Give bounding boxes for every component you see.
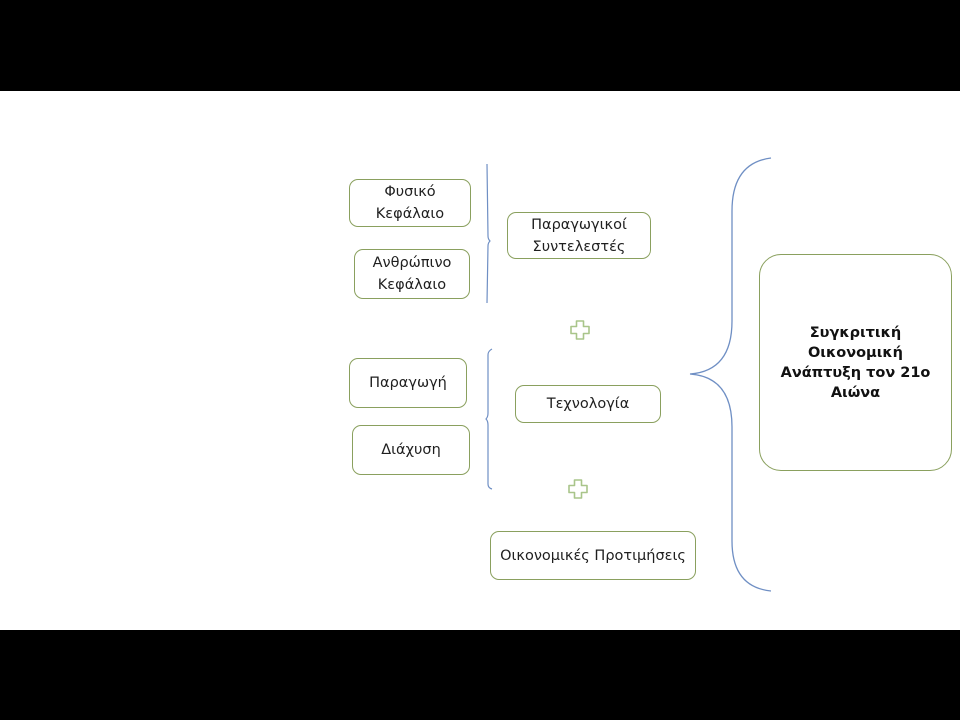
box-technology: Τεχνολογία	[515, 385, 661, 423]
box-human-capital: Ανθρώπινο Κεφάλαιο	[354, 249, 470, 299]
brace-technology	[485, 348, 493, 490]
box-result: Συγκριτική Οικονομική Ανάπτυξη τον 21ο Α…	[759, 254, 952, 471]
label-economic-preferences: Οικονομικές Προτιμήσεις	[500, 547, 686, 564]
label-human-capital: Ανθρώπινο Κεφάλαιο	[372, 255, 452, 293]
plus-icon	[568, 479, 588, 499]
plus-icon	[570, 320, 590, 340]
label-physical-capital: Φυσικό Κεφάλαιο	[375, 184, 445, 222]
label-productive-factors: Παραγωγικοί Συντελεστές	[531, 216, 627, 255]
box-productive-factors: Παραγωγικοί Συντελεστές	[507, 212, 651, 259]
big-brace	[689, 157, 772, 592]
box-physical-capital: Φυσικό Κεφάλαιο	[349, 179, 471, 227]
label-technology: Τεχνολογία	[546, 396, 630, 412]
box-diffusion: Διάχυση	[352, 425, 470, 475]
brace-capital	[486, 163, 491, 304]
connectors	[485, 157, 772, 592]
label-result: Συγκριτική Οικονομική Ανάπτυξη τον 21ο Α…	[780, 324, 931, 401]
box-economic-preferences: Οικονομικές Προτιμήσεις	[490, 531, 696, 580]
label-diffusion: Διάχυση	[381, 442, 441, 458]
box-production: Παραγωγή	[349, 358, 467, 408]
slide: Φυσικό Κεφάλαιο Ανθρώπινο Κεφάλαιο Παραγ…	[0, 91, 960, 630]
label-production: Παραγωγή	[369, 375, 447, 391]
